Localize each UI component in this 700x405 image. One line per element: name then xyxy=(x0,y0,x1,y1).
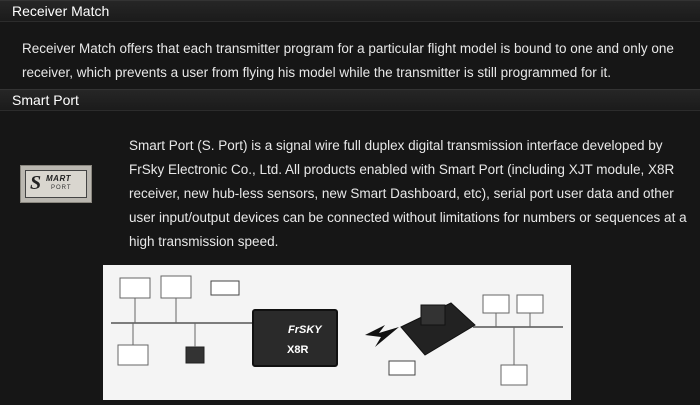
section-title: Receiver Match xyxy=(12,3,110,19)
logo-line2: PORT xyxy=(51,185,72,191)
receiver-match-description: Receiver Match offers that each transmit… xyxy=(22,41,674,80)
sensor-device xyxy=(185,346,205,364)
x8r-receiver xyxy=(252,309,338,367)
section-header-receiver-match: Receiver Match xyxy=(0,0,700,22)
diagram-svg: FrSKY X8R xyxy=(111,275,563,386)
device-box xyxy=(160,275,192,299)
device-box xyxy=(516,294,544,314)
module-top xyxy=(420,304,446,326)
logo-line1: MART xyxy=(46,174,71,183)
smart-port-logo-small xyxy=(388,360,416,376)
receiver-model: X8R xyxy=(287,344,308,356)
smart-port-logo: S MART PORT xyxy=(20,165,92,203)
lightning-bolt-icon xyxy=(365,325,399,347)
receiver-brand: FrSKY xyxy=(288,324,323,336)
logo-frame: S MART PORT xyxy=(25,170,87,198)
section-title: Smart Port xyxy=(12,92,79,108)
smart-port-diagram: FrSKY X8R xyxy=(103,265,571,400)
device-box xyxy=(117,344,149,366)
device-box xyxy=(482,294,510,314)
device-box xyxy=(119,277,151,299)
smart-port-description: Smart Port (S. Port) is a signal wire fu… xyxy=(129,138,687,249)
logo-letter: S xyxy=(30,172,42,194)
device-box xyxy=(500,364,528,386)
smart-port-logo-small xyxy=(210,280,240,296)
section-header-smart-port: Smart Port xyxy=(0,89,700,111)
